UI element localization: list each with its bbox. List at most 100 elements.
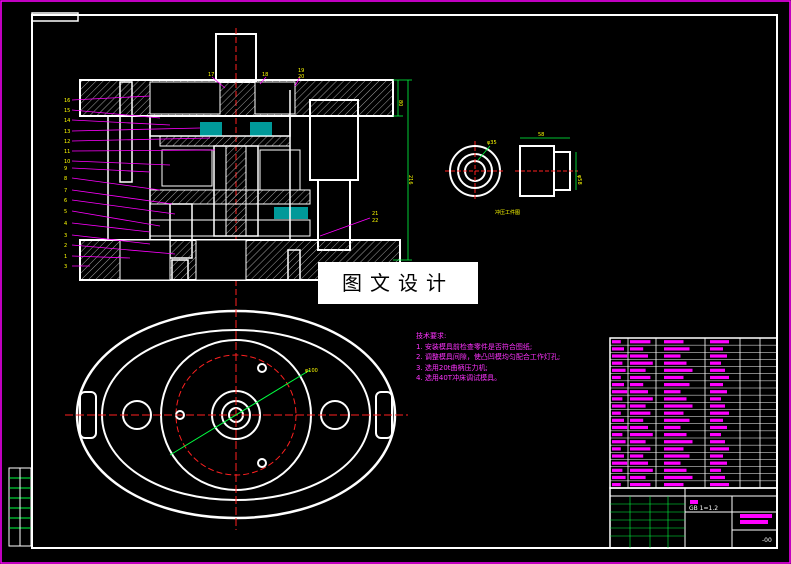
note-item: 1. 安装模具前检查零件是否符合图纸; [416,342,533,351]
plan-view: φ100 [65,298,408,530]
bom-cell-text [710,454,723,458]
bom-cell-text [630,340,651,344]
bom-cell-text [612,454,624,458]
part-num-4: 4 [64,221,67,227]
bom-cell-text [710,418,723,422]
scale-label: GB 1=1.2 [689,505,718,512]
bom-cell-text [630,433,653,437]
notes-heading: 技术要求: [416,332,447,340]
bom-cell-text [710,404,725,408]
part-num-14: 14 [64,118,70,124]
bom-cell-text [664,340,684,344]
part-views: φ35 58 φ58 冲压工件图 [445,132,582,216]
part-num-9: 9 [64,166,67,172]
bom-cell-text [630,447,651,451]
bom-cell-text [664,475,693,480]
bom-cell-text [630,468,653,472]
bom-cell-text [630,411,651,415]
part-num-3: 3 [64,233,67,239]
bom-cell-text [710,440,725,444]
note-item: 2. 调整模具间隙，使凸凹模均匀配合工作灯孔; [416,353,561,361]
bom-cell-text [710,354,727,358]
watermark: 图文设计 [318,262,478,304]
bom-cell-text [612,468,623,472]
bom-cell-text [612,440,626,444]
part-num-2: 2 [64,243,67,249]
part-num-11: 11 [64,149,70,155]
bom-cell-text [710,361,721,365]
bom-cell-text [612,461,628,465]
part-num-18: 18 [262,72,268,78]
bom-cell-text [664,361,687,365]
bom-cell-text [630,397,653,401]
bom-cell-text [664,433,687,437]
bom-cell-text [710,483,729,487]
bom-cell-text [630,347,644,351]
part-callout-d58: φ58 [576,175,582,185]
bom-cell-text [612,390,628,394]
note-item: 4. 选用40T冲床调试模具。 [416,374,502,382]
bom-cell-text [710,447,729,451]
left-side-strip [8,467,32,547]
bom-cell-text [710,368,725,372]
bom-cell-text [664,354,681,358]
bom-cell-text [664,390,681,394]
bom-cell-text [710,397,721,401]
bom-cell-text [630,475,646,480]
bom-cell-text [664,383,690,387]
part-top-view [445,141,505,201]
part-view-label: 冲压工件图 [495,209,520,216]
bom-cell-text [612,397,623,401]
bom-cell-text [710,461,727,465]
bom-cell-text [664,368,693,372]
bom-cell-text [710,433,721,437]
bom-cell-text [612,347,624,351]
bom-cell-text [664,375,684,380]
bom-cell-text [630,440,646,444]
bom-cell-text [710,468,721,472]
part-callout-d35: φ35 [487,140,497,146]
part-num-22: 22 [372,218,378,224]
note-item: 3. 选用20t曲柄压力机; [416,363,488,372]
dim-216: 216 [407,175,413,185]
bom-cell-text [710,340,729,344]
part-num-10: 10 [64,159,70,165]
bom-cell-text [630,461,648,465]
parts-list-table [609,337,778,489]
bom-cell-text [612,483,621,487]
part-num-0: 3 [64,264,67,270]
bom-cell-text [710,475,725,480]
bom-cell-text [612,425,628,430]
title-block: GB 1=1.2 -00 [609,487,778,549]
bom-cell-text [664,425,681,430]
part-num-16: 16 [64,98,70,104]
bom-cell-text [612,404,626,408]
bom-cell-text [630,483,651,487]
bom-cell-text [664,461,681,465]
part-num-15: 15 [64,108,70,114]
part-num-17: 17 [208,72,214,78]
bom-cell-text [664,347,690,351]
bom-cell-text [664,411,684,415]
bom-cell-text [612,383,624,387]
bom-cell-text [630,418,644,422]
technical-notes: 技术要求: 1. 安装模具前检查零件是否符合图纸; 2. 调整模具间隙，使凸凹模… [416,331,560,384]
part-num-13: 13 [64,129,70,135]
bom-cell-text [664,404,693,408]
bom-cell-text [630,361,653,365]
bom-cell-text [612,368,626,372]
bom-cell-text [630,404,646,408]
bom-cell-text [612,433,623,437]
bom-cell-text [664,440,693,444]
bom-cell-text [710,347,723,351]
part-num-8: 8 [64,176,67,182]
bom-cell-text [612,340,621,344]
bom-cell-text [612,411,621,415]
bom-cell-text [630,354,648,358]
part-num-6: 6 [64,198,67,204]
bom-cell-text [664,468,687,472]
bom-cell-text [630,425,648,430]
bom-cell-text [710,383,723,387]
part-num-5: 5 [64,209,67,215]
bom-cell-text [612,418,624,422]
